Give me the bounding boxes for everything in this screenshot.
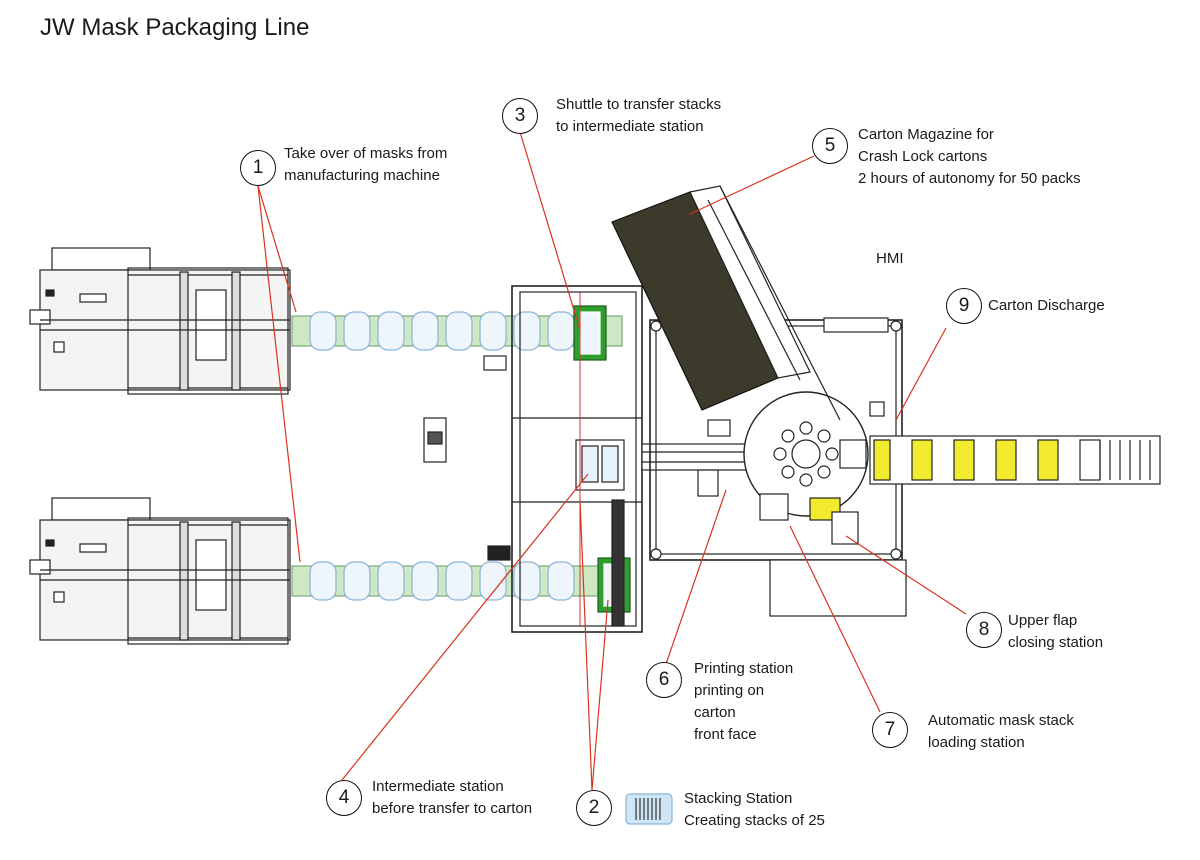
callout-5-line-2: Crash Lock cartons [858,148,988,165]
callout-2-line-1: Stacking Station [684,790,793,807]
callout-6-line-2: printing on [694,682,765,699]
manufacturing-machine-bottom [29,497,291,645]
callout-1-line-2: manufacturing machine [284,167,440,184]
carton-discharge-conveyor [869,435,1161,485]
callout-8-number: 8 [966,612,1002,648]
callout-5-number: 5 [812,128,848,164]
callout-5-line-1: Carton Magazine for [858,126,994,143]
mask-conveyor-bottom [291,561,623,601]
machine-drawing [29,185,1161,825]
callout-9-text: Carton Discharge [988,295,1105,317]
callout-3-line-2: to intermediate station [556,118,704,135]
callout-1-text: Take over of masks from manufacturing ma… [284,143,447,187]
callout-4-number: 4 [326,780,362,816]
callout-8-line-2: closing station [1008,634,1104,651]
callout-2-text: Stacking Station Creating stacks of 25 [684,788,825,832]
mask-conveyor-top [291,311,623,351]
cartoning-machine [649,319,907,617]
callout-7-line-2: loading station [928,734,1025,751]
callout-8-text: Upper flap closing station [1008,610,1103,654]
callout-9-line-1: Carton Discharge [988,297,1105,314]
callout-4-line-1: Intermediate station [372,778,504,795]
callout-5-line-3: 2 hours of autonomy for 50 packs [858,170,1081,187]
callout-6-number: 6 [646,662,682,698]
stacking-frame [483,285,643,633]
callout-3-line-1: Shuttle to transfer stacks [556,96,722,113]
carton-magazine [611,185,841,421]
callout-6-line-3: carton [694,704,736,721]
callout-7-line-1: Automatic mask stack [928,712,1074,729]
callout-5-text: Carton Magazine for Crash Lock cartons 2… [858,124,1081,190]
callout-4-line-2: before transfer to carton [372,800,533,817]
callout-1-line-1: Take over of masks from [284,145,448,162]
stacking-station-icon [625,793,673,825]
callout-8-line-1: Upper flap [1008,612,1078,629]
callout-6-line-1: Printing station [694,660,794,677]
callout-3-text: Shuttle to transfer stacks to intermedia… [556,94,721,138]
hmi-panel [823,317,889,333]
callout-3-number: 3 [502,98,538,134]
leader-lines [257,131,967,791]
diagram-title: JW Mask Packaging Line [40,14,310,41]
hmi-label: HMI [876,250,904,267]
callout-6-text: Printing station printing on carton fron… [694,658,793,746]
callout-7-number: 7 [872,712,908,748]
callout-2-number: 2 [576,790,612,826]
callout-9-number: 9 [946,288,982,324]
manufacturing-machine-top [29,247,291,395]
callout-4-text: Intermediate station before transfer to … [372,776,532,820]
callout-1-number: 1 [240,150,276,186]
callout-6-line-4: front face [694,726,757,743]
callout-7-text: Automatic mask stack loading station [928,710,1074,754]
callout-2-line-2: Creating stacks of 25 [684,812,825,829]
